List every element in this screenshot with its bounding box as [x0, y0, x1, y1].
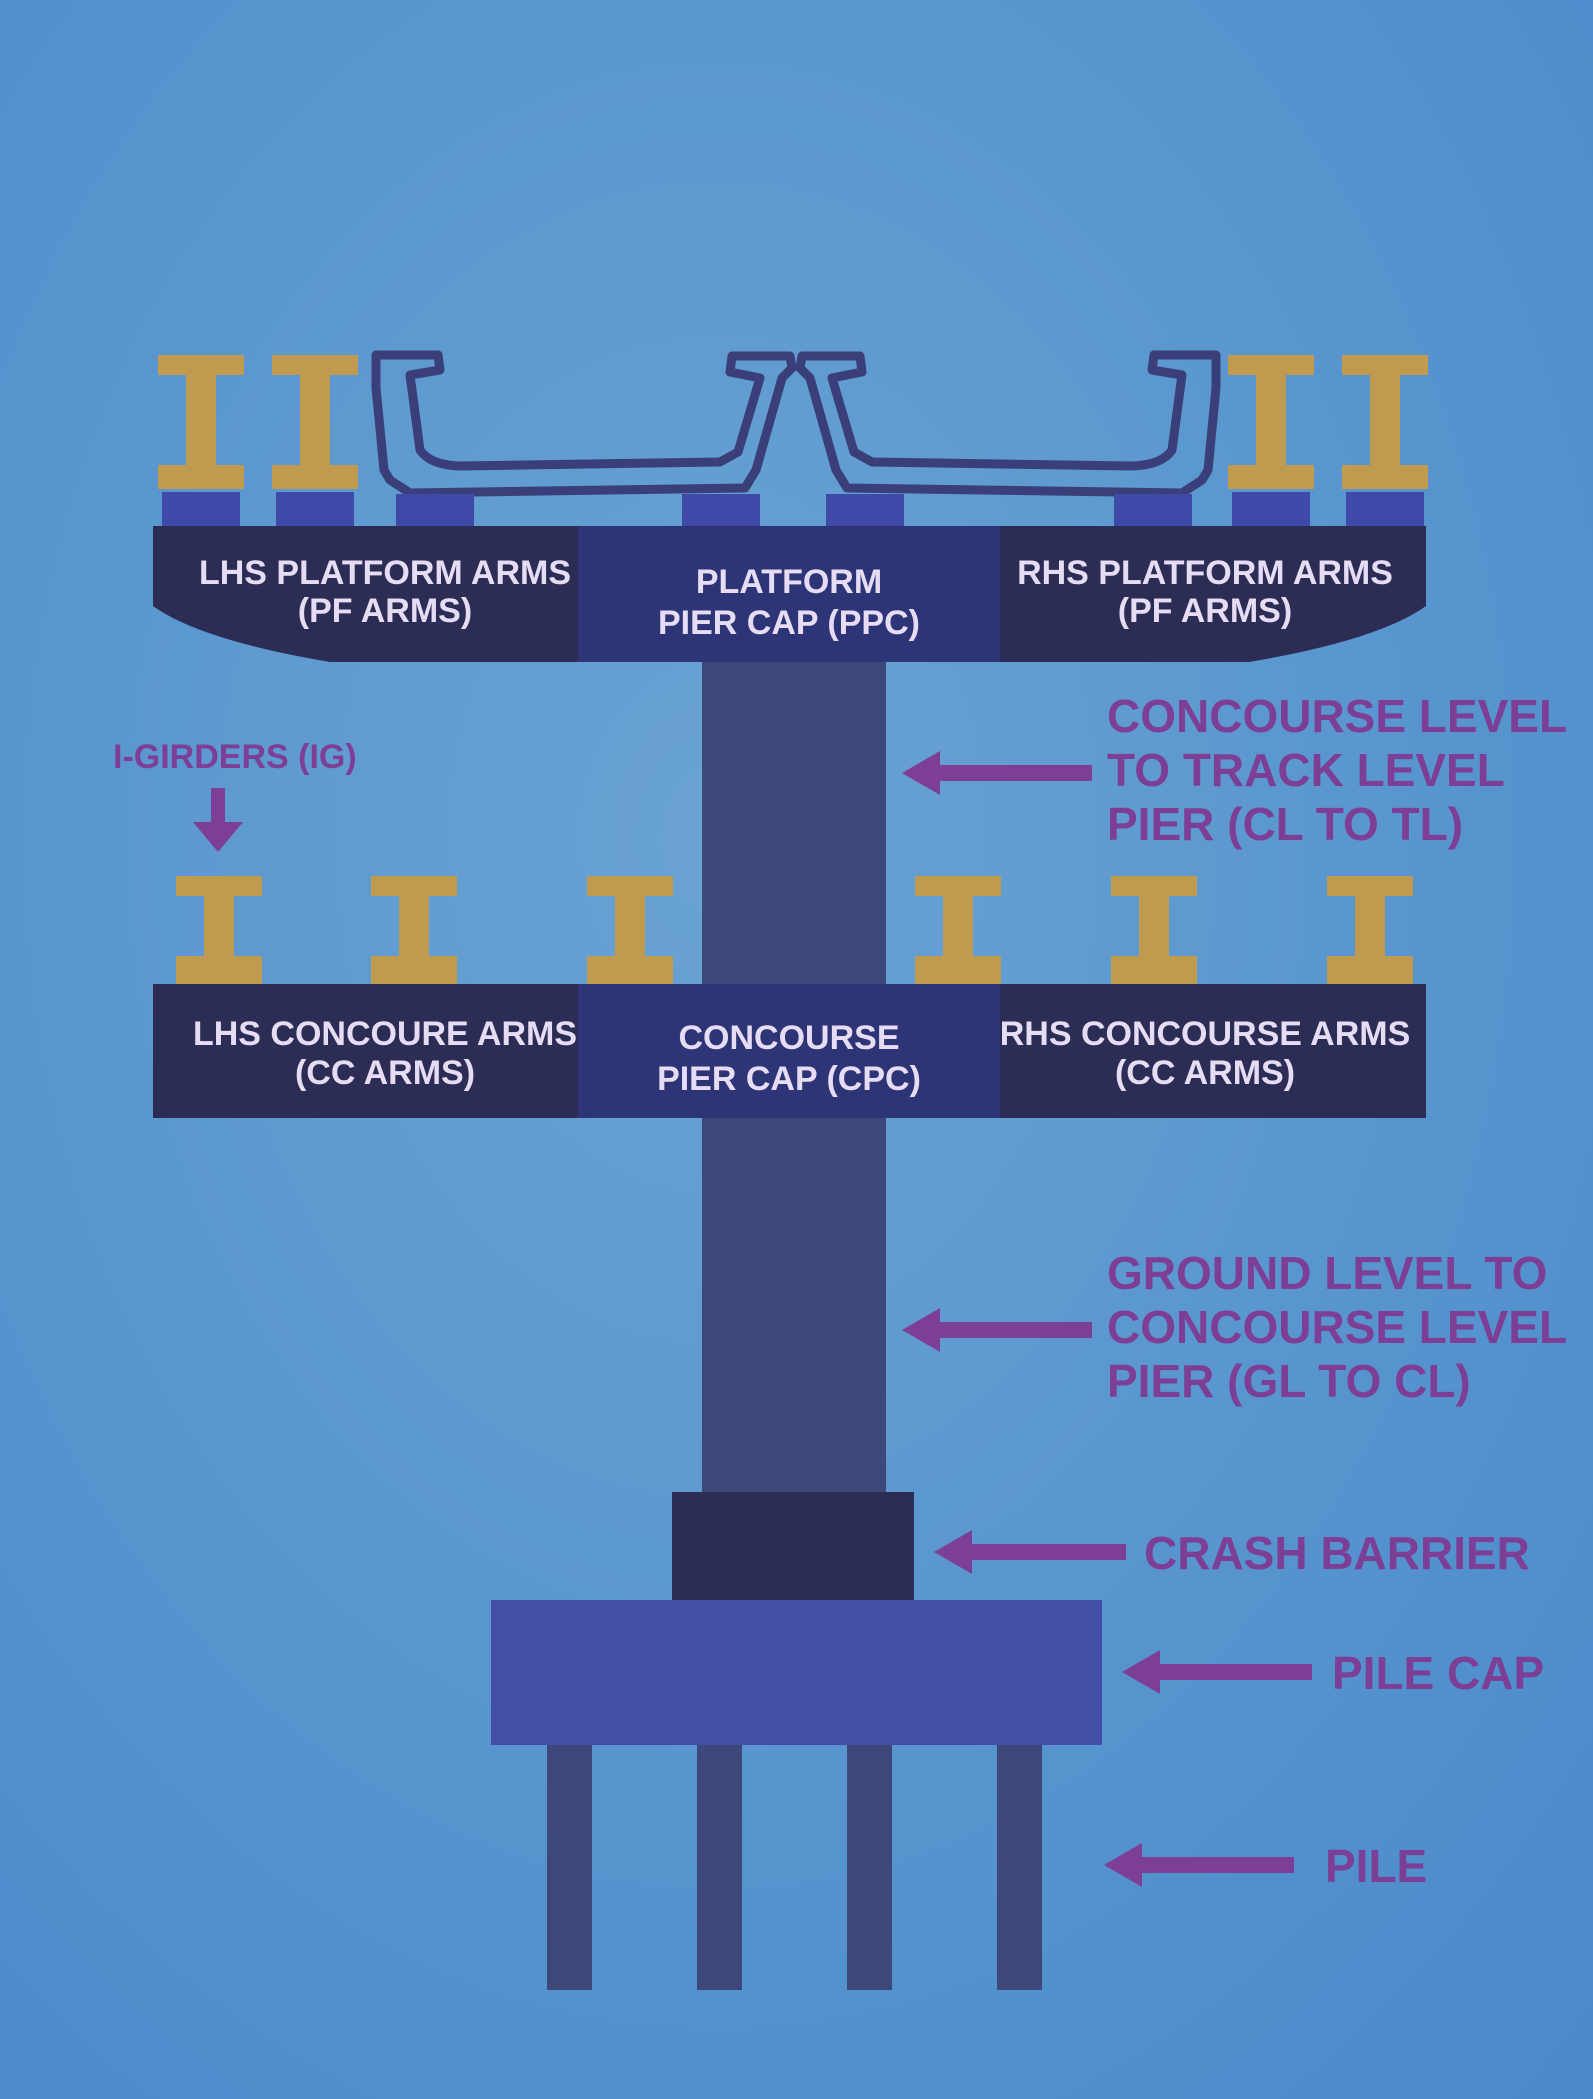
- crash-barrier: [672, 1492, 914, 1608]
- i-beam-icon: [1228, 355, 1314, 489]
- pile-callout: PILE: [1325, 1840, 1427, 1892]
- u-girder-icon: [371, 350, 797, 498]
- arrow-left-icon: [902, 751, 1092, 795]
- platform-bearings: [162, 492, 1424, 526]
- rhs-platform-arms: [1000, 526, 1426, 662]
- i-beam-icon: [1111, 876, 1197, 984]
- i-beam-icon: [272, 355, 358, 489]
- cl-to-tl-callout-1: CONCOURSE LEVEL: [1107, 690, 1567, 742]
- lhs-concourse-arms-label-1: LHS CONCOURE ARMS: [193, 1015, 577, 1053]
- rhs-platform-arms-label-2: (PF ARMS): [1118, 592, 1292, 630]
- i-girders-callout: I-GIRDERS (IG): [113, 738, 357, 776]
- concourse-pier-cap: [578, 984, 1000, 1118]
- gl-to-cl-callout-2: CONCOURSE LEVEL: [1107, 1301, 1567, 1353]
- lhs-platform-arms-label-1: LHS PLATFORM ARMS: [199, 554, 571, 592]
- i-beam-icon: [176, 876, 262, 984]
- i-beam-icon: [587, 876, 673, 984]
- platform-girders: [158, 355, 1428, 489]
- arrow-left-icon: [1122, 1650, 1312, 1694]
- i-beam-icon: [1342, 355, 1428, 489]
- u-girder-icon: [795, 350, 1221, 498]
- pile: [997, 1745, 1042, 1990]
- pile-cap: [491, 1600, 1102, 1745]
- i-beam-icon: [371, 876, 457, 984]
- concourse-pier-cap-label-2: PIER CAP (CPC): [657, 1060, 921, 1098]
- i-beam-icon: [915, 876, 1001, 984]
- pile: [847, 1745, 892, 1990]
- lhs-platform-arms-label-2: (PF ARMS): [298, 592, 472, 630]
- i-beam-icon: [158, 355, 244, 489]
- gl-to-cl-callout-1: GROUND LEVEL TO: [1107, 1247, 1547, 1299]
- gl-to-cl-callout-3: PIER (GL TO CL): [1107, 1355, 1471, 1407]
- platform-pier-cap: [578, 526, 1000, 662]
- lhs-concourse-arms-label-2: (CC ARMS): [295, 1054, 475, 1092]
- arrow-left-icon: [934, 1530, 1126, 1574]
- arrow-left-icon: [902, 1308, 1092, 1352]
- cl-to-tl-callout-2: TO TRACK LEVEL: [1107, 744, 1505, 796]
- concourse-girders: [176, 876, 1413, 984]
- gl-to-cl-pier: [702, 1118, 886, 1492]
- arrow-down-icon: [193, 788, 243, 852]
- rhs-concourse-arms: [1000, 984, 1426, 1118]
- cl-to-tl-pier: [702, 662, 886, 984]
- platform-pier-cap-label-1: PLATFORM: [696, 563, 882, 601]
- rhs-platform-arms-label-1: RHS PLATFORM ARMS: [1017, 554, 1393, 592]
- cl-to-tl-callout-3: PIER (CL TO TL): [1107, 798, 1463, 850]
- lhs-concourse-arms: [153, 984, 578, 1118]
- piles: [547, 1745, 1042, 1990]
- pile: [697, 1745, 742, 1990]
- concourse-pier-cap-label-1: CONCOURSE: [678, 1019, 899, 1057]
- rhs-concourse-arms-label-2: (CC ARMS): [1115, 1054, 1295, 1092]
- arrow-left-icon: [1104, 1843, 1294, 1887]
- pile: [547, 1745, 592, 1990]
- pile-cap-callout: PILE CAP: [1332, 1647, 1544, 1699]
- i-beam-icon: [1327, 876, 1413, 984]
- platform-pier-cap-label-2: PIER CAP (PPC): [658, 604, 920, 642]
- lhs-platform-arms: [153, 526, 578, 662]
- rhs-concourse-arms-label-1: RHS CONCOURSE ARMS: [1000, 1015, 1411, 1053]
- crash-barrier-callout: CRASH BARRIER: [1144, 1527, 1530, 1579]
